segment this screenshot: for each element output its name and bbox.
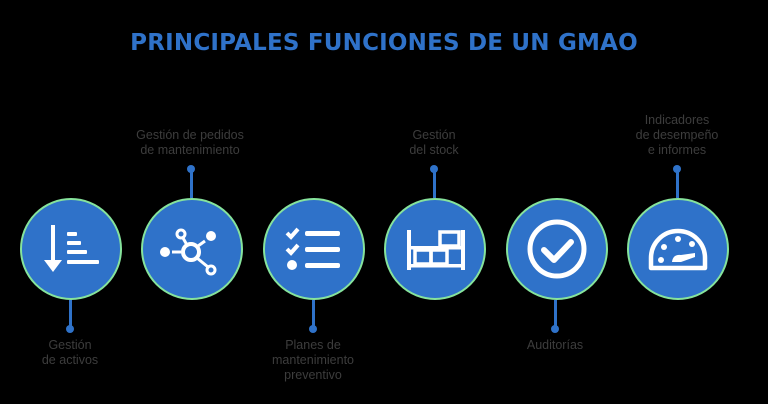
connector-line [69,300,72,326]
connector-dot [66,325,74,333]
checklist-icon [285,227,340,270]
function-node-maintenance-orders [141,198,243,300]
function-label-audits: Auditorías [526,338,584,352]
sort-descending-bars-icon [44,225,99,272]
connector-line [312,300,315,326]
function-node-asset-management [20,198,122,300]
connector-dot [551,325,559,333]
connector-line [433,168,436,198]
connector-dot [309,325,317,333]
connector-line [190,168,193,198]
function-node-preventive-plans [263,198,365,300]
gauge-dashboard-icon [648,228,708,271]
connector-line [676,168,679,198]
page-title: PRINCIPALES FUNCIONES DE UN GMAO [130,30,638,56]
function-label-stock-management: Gestión del stock [409,128,459,157]
function-label-asset-management: Gestión de activos [41,338,99,367]
warehouse-shelf-icon [407,230,465,270]
connector-line [554,300,557,326]
network-nodes-icon [160,228,217,276]
function-label-preventive-plans: Planes de mantenimiento preventivo [272,338,354,382]
function-label-maintenance-orders: Gestión de pedidos de mantenimiento [136,128,244,157]
function-node-stock-management [384,198,486,300]
check-circle-icon [527,219,587,279]
function-node-audits [506,198,608,300]
function-node-kpis-reports [627,198,729,300]
function-label-kpis-reports: Indicadores de desempeño e informes [635,113,719,157]
